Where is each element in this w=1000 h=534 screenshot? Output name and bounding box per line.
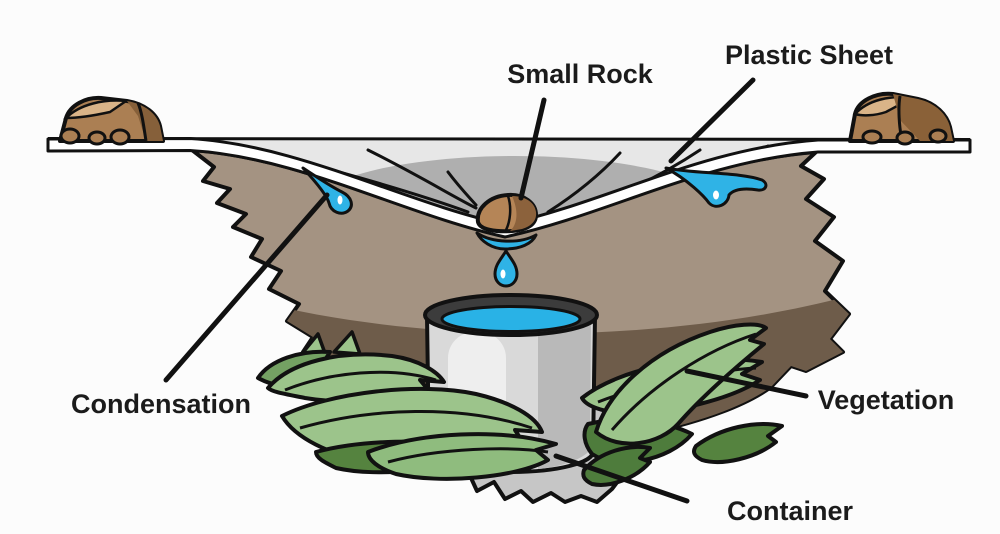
label-container: Container [727,496,854,526]
leader-condensation [163,192,330,383]
small-rock [475,192,538,234]
condensation-droplet-right [664,166,768,208]
leader-plastic-sheet [668,77,756,164]
label-condensation: Condensation [71,389,251,419]
plastic-sheet-band [46,137,972,239]
vegetation-left [256,330,558,481]
anchor-rock-right [848,91,955,146]
labels: Small Rock Plastic Sheet Condensation Ve… [71,40,954,526]
label-plastic-sheet: Plastic Sheet [725,40,893,70]
leader-lines [163,77,809,504]
container-shade [538,320,591,469]
label-small-rock: Small Rock [507,59,654,89]
vegetation-right [580,322,784,487]
leader-vegetation [684,368,809,399]
container-water [440,305,582,333]
label-vegetation: Vegetation [818,385,955,415]
anchor-rock-left [58,95,165,146]
water-drip [475,231,538,288]
leader-container [553,453,690,504]
leader-small-rock [518,97,547,201]
